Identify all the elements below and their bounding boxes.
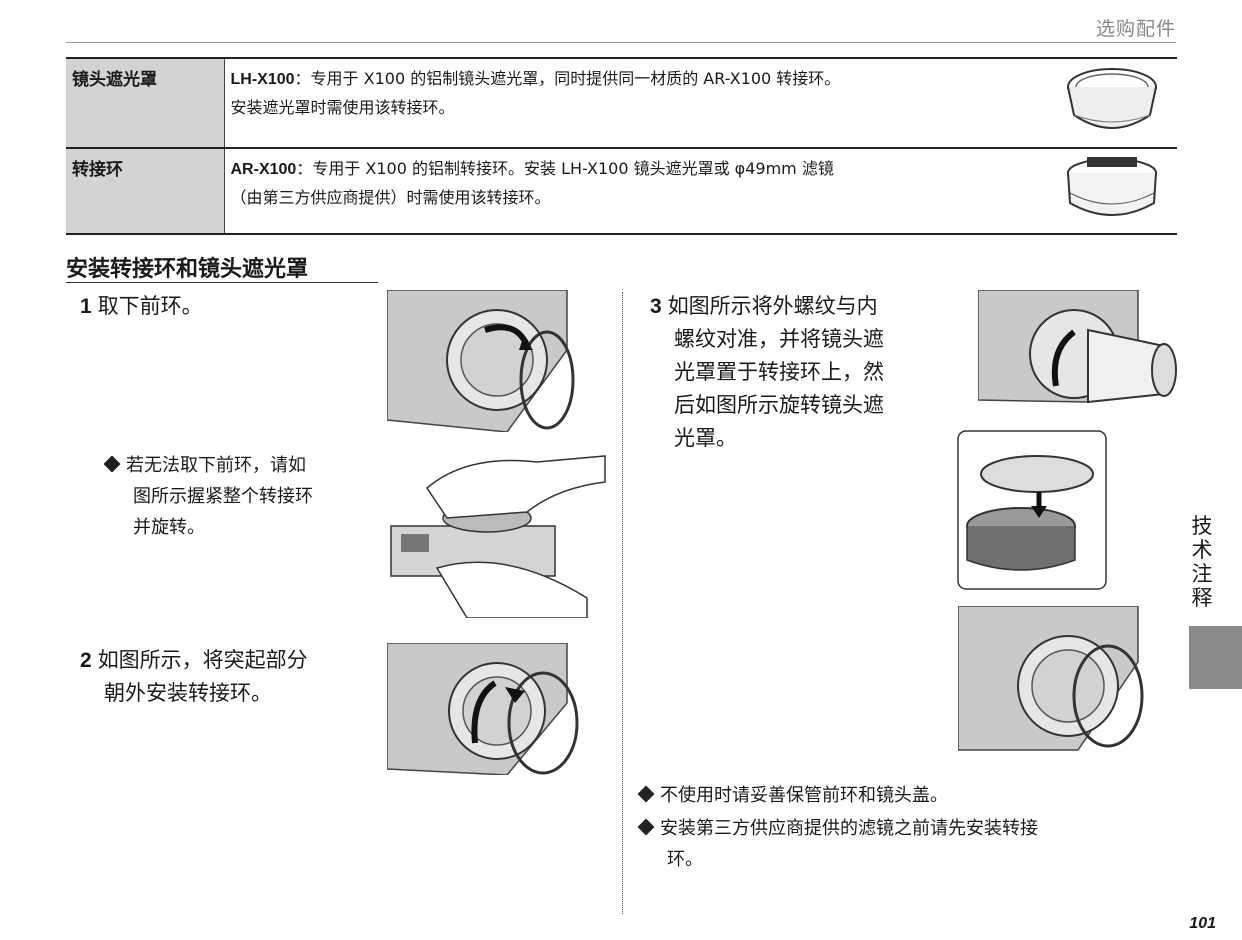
header-rule (66, 42, 1176, 43)
step-text-line: 后如图所示旋转镜头遮 (674, 393, 884, 417)
illustration-remove-front-ring (387, 290, 587, 432)
page-header-title: 选购配件 (1095, 18, 1176, 40)
accessory-desc-line1: ：专用于 X100 的铝制镜头遮光罩，同时提供同一材质的 AR-X100 转接环… (294, 69, 841, 88)
illustration-thread-detail (957, 430, 1107, 592)
step-1-note: 若无法取下前环，请如 图所示握紧整个转接环 并旋转。 (103, 450, 313, 543)
illustration-attach-adapter-ring (387, 643, 593, 775)
side-tab-label[interactable]: 技术注释 (1191, 514, 1213, 610)
accessory-description: AR-X100：专用于 X100 的铝制转接环。安装 LH-X100 镜头遮光罩… (224, 147, 1047, 235)
side-tab-marker (1189, 626, 1242, 689)
bottom-note-1: 不使用时请妥善保管前环和镜头盖。 (637, 780, 948, 811)
step-number: 3 (650, 295, 662, 318)
table-row: 转接环 AR-X100：专用于 X100 的铝制转接环。安装 LH-X100 镜… (66, 147, 1177, 235)
illustration-hood-installed (958, 606, 1158, 752)
step-text-line: 光罩。 (674, 426, 737, 450)
step-text-line: 光罩置于转接环上，然 (674, 360, 884, 384)
accessories-table: 镜头遮光罩 LH-X100：专用于 X100 的铝制镜头遮光罩，同时提供同一材质… (66, 57, 1177, 235)
step-number: 1 (80, 295, 92, 318)
accessory-model: LH-X100 (230, 71, 295, 88)
note-line: 环。 (667, 849, 703, 870)
illustration-attach-lens-hood (978, 290, 1178, 410)
accessory-desc-line2: （由第三方供应商提供）时需使用该转接环。 (230, 188, 551, 207)
accessory-model: AR-X100 (230, 161, 297, 178)
note-line: 若无法取下前环，请如 (103, 450, 313, 481)
accessory-description: LH-X100：专用于 X100 的铝制镜头遮光罩，同时提供同一材质的 AR-X… (224, 57, 1047, 149)
note-bullet-icon (103, 455, 121, 473)
accessory-name: 镜头遮光罩 (66, 57, 225, 149)
note-bullet-icon (637, 785, 655, 803)
step-text-line: 螺纹对准，并将镜头遮 (674, 327, 884, 351)
note-bullet-icon (637, 818, 655, 836)
accessory-desc-line2: 安装遮光罩时需使用该转接环。 (230, 98, 455, 117)
note-line: 并旋转。 (133, 517, 205, 538)
page-number: 101 (1189, 915, 1216, 932)
section-title-rule (66, 282, 378, 283)
note-line: 不使用时请妥善保管前环和镜头盖。 (637, 780, 948, 811)
accessory-name: 转接环 (66, 147, 225, 235)
column-divider (622, 292, 623, 914)
step-text-line: 朝外安装转接环。 (104, 681, 272, 705)
illustration-grip-rotate (387, 448, 607, 618)
accessory-desc-line1: ：专用于 X100 的铝制转接环。安装 LH-X100 镜头遮光罩或 φ49mm… (296, 159, 834, 178)
bottom-note-2: 安装第三方供应商提供的滤镜之前请先安装转接 环。 (637, 813, 1038, 875)
table-row: 镜头遮光罩 LH-X100：专用于 X100 的铝制镜头遮光罩，同时提供同一材质… (66, 57, 1177, 149)
lens-hood-icon (1067, 68, 1157, 129)
step-text-line: 取下前环。 (97, 294, 203, 318)
adapter-ring-icon (1067, 157, 1157, 216)
accessory-picture (1047, 57, 1177, 149)
section-title: 安装转接环和镜头遮光罩 (66, 257, 309, 282)
accessory-picture (1047, 147, 1177, 235)
note-line: 安装第三方供应商提供的滤镜之前请先安装转接 (637, 813, 1038, 844)
step-number: 2 (80, 649, 92, 672)
note-line: 图所示握紧整个转接环 (133, 486, 313, 507)
